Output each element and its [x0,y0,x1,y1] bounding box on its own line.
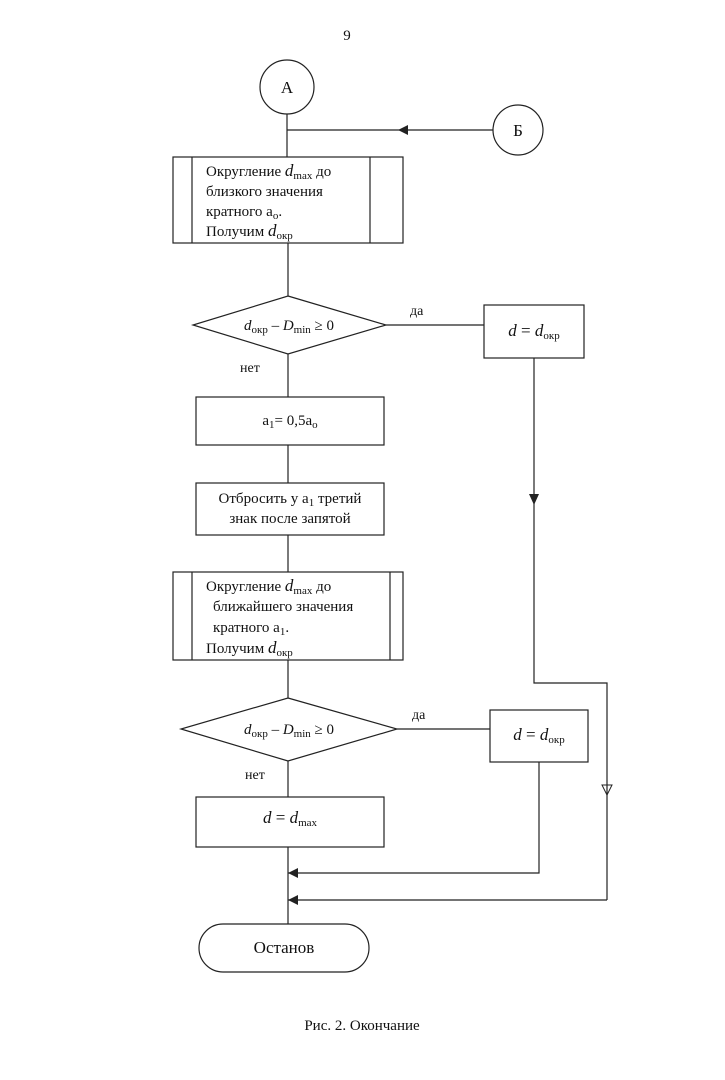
rounding-block-2-box [172,571,404,661]
arrow-head-right-join [288,895,298,905]
result-box-1-text: d = dокр [508,321,560,342]
connector-a-label: А [281,78,294,97]
decision-1-condition: dокр – Dmin ≥ 0 [244,318,334,336]
assign-dmax-box: d = dmax [195,796,385,848]
result-box-2-text: d = dокр [513,725,565,746]
result-box-1: d = dокр [483,304,585,359]
terminator-label: Останов [254,938,315,957]
decision-2-yes-label: да [412,708,426,723]
connector-b: Б [492,104,544,156]
drop-digit-line2: знак после запятой [229,511,350,527]
rounding-block-1-box [172,156,404,244]
rounding-block-2-line3: кратного а1. [213,620,289,638]
figure-caption: Рис. 2. Окончание [304,1018,420,1034]
decision-2: dокр – Dmin ≥ 0 да нет [178,697,426,783]
page-number: 9 [343,28,351,44]
assign-a1-box: а1= 0,5ао [195,396,385,446]
assign-a1-rect [195,396,385,446]
result-box-1-rect [483,304,585,359]
drop-digit-line1: Отбросить у а1 третий [219,491,362,509]
rounding-block-1-line3: кратного ао. [206,204,282,222]
drop-digit-rect [195,482,385,536]
assign-dmax-text: d = dmax [263,808,318,829]
connector-a: А [259,59,315,115]
rounding-block-1-line1: Округление dmax до [206,161,331,182]
flow-line-result2-to-main [288,762,540,874]
assign-a1-text: а1= 0,5ао [262,413,318,431]
rounding-block-1: Округление dmax до близкого значения кра… [172,156,404,244]
arrow-head-right-down [601,784,613,797]
decision-2-no-label: нет [245,768,265,783]
decision-1-no-label: нет [240,361,260,376]
result-box-2: d = dокр [489,709,589,763]
rounding-block-2-line2: ближайшего значения [213,599,353,615]
rounding-block-2-line4: Получим dокр [206,638,293,659]
arrow-head-result2-join [288,868,298,878]
result-box-2-rect [489,709,589,763]
decision-2-condition: dокр – Dmin ≥ 0 [244,722,334,740]
connector-b-label: Б [513,121,523,140]
arrow-head-b [398,125,408,135]
rounding-block-2-line1: Округление dmax до [206,576,331,597]
terminator: Останов [198,923,370,973]
rounding-block-2: Округление dmax до ближайшего значения к… [172,571,404,661]
assign-dmax-rect [195,796,385,848]
arrow-head-result1-down [529,494,539,505]
flow-line-result1-to-end [533,358,608,900]
rounding-block-1-line2: близкого значения [206,184,323,200]
terminator-shape [198,923,370,973]
decision-1: dокр – Dmin ≥ 0 да нет [190,295,424,376]
drop-digit-box: Отбросить у а1 третий знак после запятой [195,482,385,536]
rounding-block-1-line4: Получим dокр [206,221,293,242]
decision-1-yes-label: да [410,304,424,319]
